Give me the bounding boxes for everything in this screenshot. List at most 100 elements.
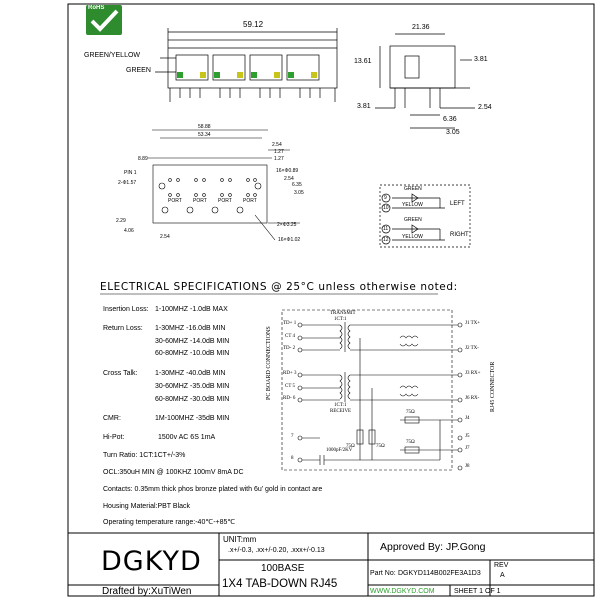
pin-td-minus: TD- 2 <box>283 346 296 351</box>
led-yellow-2: YELLOW <box>402 234 423 240</box>
dim-635: 6.35 <box>292 182 302 188</box>
pc-board-connections-label: PC BOARD CONNECTIONS <box>266 326 272 400</box>
footprint <box>148 129 300 241</box>
hole-325: 2×Φ3.25 <box>277 222 297 228</box>
led-right: RIGHT <box>450 232 469 238</box>
led-pin-9: 9 <box>384 195 387 201</box>
title-block <box>67 532 595 597</box>
tolerance: .x+/-0.3, .xx+/-0.20, .xxx+/-0.13 <box>228 547 325 554</box>
schematic-pin-circles <box>297 322 463 471</box>
led-pin-11: 11 <box>383 226 389 232</box>
spec-title: ELECTRICAL SPECIFICATIONS @ 25°C unless … <box>100 281 458 293</box>
dim-width: 59.12 <box>243 20 264 29</box>
label-green-yellow: GREEN/YELLOW <box>84 52 141 59</box>
dim-636: 6.36 <box>443 116 457 123</box>
pin-rd-plus: RD+ 3 <box>283 371 297 376</box>
cmr-label: CMR: <box>103 415 121 422</box>
pin-td-plus: TD+ 1 <box>283 321 297 326</box>
website-link[interactable]: WWW.DGKYD.COM <box>370 588 435 595</box>
transmit-label: TRANSMIT <box>330 311 356 316</box>
resistor-2: 75Ω <box>376 444 385 449</box>
turn-ratio: Turn Ratio: 1CT:1CT+/-3% <box>103 452 186 459</box>
pin-j5: J5 <box>465 434 470 439</box>
rohs-check-icon <box>86 5 122 35</box>
pin-j2: J2 TX- <box>465 346 479 351</box>
receive-ratio: 1CT:1 <box>334 403 347 408</box>
led-schematic-lines <box>379 184 471 248</box>
pin-j3: J3 RX+ <box>465 371 481 376</box>
pin-j7: J7 <box>465 446 470 451</box>
sheet-number: SHEET 1 OF 1 <box>454 588 501 595</box>
housing: Housing Material:PBT Black <box>103 503 191 510</box>
resistor-4: 75Ω <box>406 440 415 445</box>
part-no-label: Part No: <box>370 570 396 577</box>
return-loss-2: 30-60MHZ -14.0dB MIN <box>155 338 230 345</box>
pin-j8: J8 <box>465 464 470 469</box>
pin-ct-5: CT 5 <box>285 384 296 389</box>
return-loss-label: Return Loss: <box>103 325 143 332</box>
rev-value: A <box>500 572 505 579</box>
pin-j4: J4 <box>465 416 470 421</box>
port-label-1: PORT <box>168 198 182 204</box>
product-line-1: 100BASE <box>261 563 305 574</box>
label-green: GREEN <box>126 67 151 74</box>
cross-talk-3: 60-80MHZ -30.0dB MIN <box>155 396 230 403</box>
dim-254c: 2.54 <box>160 234 170 240</box>
rohs-label: RoHS <box>88 5 105 11</box>
receive-label: RECEIVE <box>330 409 352 414</box>
approved-by: Approved By: JP.Gong <box>380 541 486 553</box>
port-label-4: PORT <box>243 198 257 204</box>
port-label-2: PORT <box>193 198 207 204</box>
pin-rd-minus: RD- 6 <box>283 396 296 401</box>
dim-406: 4.06 <box>124 228 134 234</box>
led-yellow-1: YELLOW <box>402 202 423 208</box>
pin-j6: J6 RX- <box>465 396 480 401</box>
contacts: Contacts: 0.35mm thick phos bronze plate… <box>103 486 323 493</box>
led-windows <box>177 72 317 78</box>
port-label-3: PORT <box>218 198 232 204</box>
dim-127b: 1.27 <box>274 156 284 162</box>
rj45-connector-label: RJ45 CONNECTOR <box>490 361 496 412</box>
cross-talk-label: Cross Talk: <box>103 370 138 377</box>
operating-temp: Operating temperature range:-40℃-+85℃ <box>103 519 236 526</box>
led-left: LEFT <box>450 201 465 207</box>
return-loss-1: 1-30MHZ -16.0dB MIN <box>155 325 226 332</box>
capacitor: 1000pF/2KV <box>326 448 353 453</box>
company-logo: DGKYD <box>101 546 202 577</box>
hole-102: 16×Φ1.02 <box>278 237 301 243</box>
dim-305: 3.05 <box>446 129 460 136</box>
pin-8: 8 <box>291 456 294 461</box>
insertion-loss-value: 1-100MHZ -1.0dB MAX <box>155 306 228 313</box>
label-pin1: PIN 1 <box>124 170 137 176</box>
hole-157: 2-Φ1.57 <box>118 180 137 186</box>
resistor-3: 75Ω <box>406 410 415 415</box>
led-pin-10: 10 <box>383 205 389 211</box>
dim-229: 2.29 <box>116 218 126 224</box>
hole-089: 16×Φ0.89 <box>276 168 299 174</box>
dim-depth: 21.36 <box>412 24 430 31</box>
led-green-1: GREEN <box>404 186 422 192</box>
rohs-badge: RoHS <box>86 5 122 35</box>
pin-ct-4: CT 4 <box>285 334 296 339</box>
cross-talk-1: 1-30MHZ -40.0dB MIN <box>155 370 226 377</box>
pin-j1: J1 TX+ <box>465 321 481 326</box>
dim-5334: 53.34 <box>198 132 211 138</box>
cmr-value: 1M-100MHZ -35dB MIN <box>155 415 230 422</box>
side-view <box>375 33 475 129</box>
hipot-value: 1500v AC 6S 1mA <box>158 434 216 441</box>
dim-5888: 58.88 <box>198 124 211 130</box>
circuit-schematic <box>281 309 460 471</box>
insertion-loss-label: Insertion Loss: <box>103 306 149 313</box>
dim-height: 13.61 <box>354 58 372 65</box>
dim-254b: 2.54 <box>284 176 294 182</box>
hipot-label: Hi-Pot: <box>103 434 125 441</box>
ocl: OCL:350uH MIN @ 100KHZ 100mV 8mA DC <box>103 469 244 476</box>
led-pin-circles <box>381 193 391 245</box>
front-view <box>155 28 338 102</box>
dim-889: 8.89 <box>138 156 148 162</box>
part-no: DGKYD114B002FE3A1D3 <box>398 570 481 577</box>
drafted-by: Drafted by:XuTiWen <box>102 586 192 597</box>
transmit-ratio: 1CT:1 <box>334 317 347 322</box>
